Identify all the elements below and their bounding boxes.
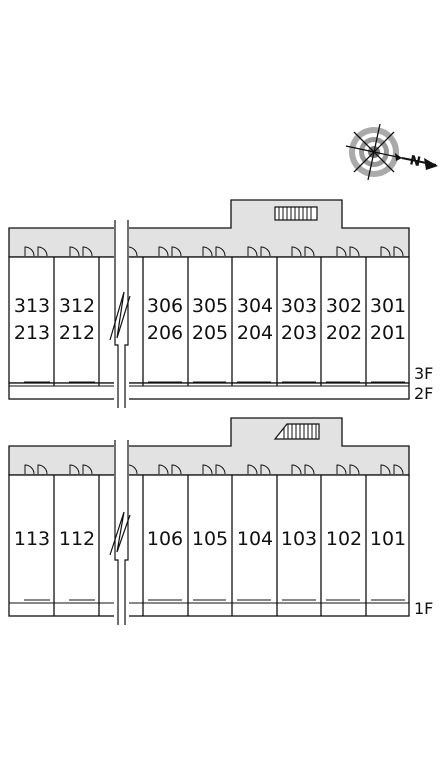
unit-102: 102 xyxy=(326,528,362,550)
unit-205: 205 xyxy=(192,322,228,344)
floor-label-1f: 1F xyxy=(414,599,433,618)
unit-304: 304 xyxy=(237,295,273,317)
unit-105: 105 xyxy=(192,528,228,550)
unit-106: 106 xyxy=(147,528,183,550)
lower-unit-labels: 113 112 106 105 104 103 102 101 xyxy=(14,528,406,550)
unit-313: 313 xyxy=(14,295,50,317)
unit-206: 206 xyxy=(147,322,183,344)
upper-corridor xyxy=(8,199,410,258)
floor-label-2f: 2F xyxy=(414,384,433,403)
unit-301: 301 xyxy=(370,295,406,317)
unit-302: 302 xyxy=(326,295,362,317)
unit-101: 101 xyxy=(370,528,406,550)
unit-113: 113 xyxy=(14,528,50,550)
unit-104: 104 xyxy=(237,528,273,550)
floor-label-3f: 3F xyxy=(414,364,433,383)
unit-103: 103 xyxy=(281,528,317,550)
unit-303: 303 xyxy=(281,295,317,317)
upper-unit-labels: 313 213 312 212 306 206 305 205 304 204 … xyxy=(14,295,406,344)
unit-203: 203 xyxy=(281,322,317,344)
compass-north-label: N xyxy=(408,153,422,170)
lower-stairs-icon xyxy=(273,423,320,440)
unit-305: 305 xyxy=(192,295,228,317)
lower-building: 113 112 106 105 104 103 102 101 1F xyxy=(8,417,433,628)
lower-corridor xyxy=(8,417,410,476)
unit-204: 204 xyxy=(237,322,273,344)
upper-stairs-icon xyxy=(274,206,318,221)
unit-306: 306 xyxy=(147,295,183,317)
unit-202: 202 xyxy=(326,322,362,344)
unit-312: 312 xyxy=(59,295,95,317)
upper-building: 313 213 312 212 306 206 305 205 304 204 … xyxy=(8,199,433,408)
unit-212: 212 xyxy=(59,322,95,344)
unit-201: 201 xyxy=(370,322,406,344)
unit-213: 213 xyxy=(14,322,50,344)
unit-112: 112 xyxy=(59,528,95,550)
compass-icon: N xyxy=(345,123,438,181)
